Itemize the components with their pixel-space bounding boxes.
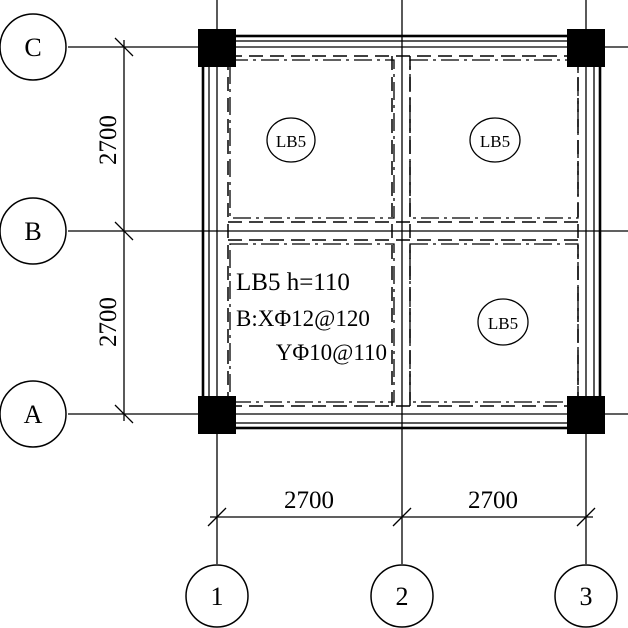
columns — [198, 29, 605, 434]
annotation-line-2: B:XΦ12@120 — [236, 306, 370, 331]
axis-label-2: 2 — [396, 582, 409, 611]
slab-tag-label-top-right: LB5 — [480, 132, 510, 151]
beam-inner-edge — [208, 40, 595, 424]
column-a3 — [567, 396, 605, 434]
dimension-vertical-lower: 2700 — [95, 297, 122, 347]
column-axis-bubbles: 1 2 3 — [185, 564, 618, 628]
vertical-dimension — [114, 37, 134, 424]
slab-boundary-lines — [229, 59, 579, 403]
axis-label-1: 1 — [211, 582, 224, 611]
slab-outline-bottom-left — [229, 243, 395, 403]
row-axis-bubbles: C B A — [0, 13, 67, 448]
tick-1 — [207, 507, 227, 527]
tick-2 — [392, 507, 412, 527]
axis-bubble-2: 2 — [370, 564, 434, 628]
axis-label-c: C — [24, 33, 41, 62]
tick-c — [114, 37, 134, 57]
column-c3 — [567, 29, 605, 67]
dimension-horizontal-right: 2700 — [468, 487, 518, 514]
vertical-axis-lines — [216, 0, 587, 564]
column-a1 — [198, 396, 236, 434]
slab-outline-top-left — [229, 59, 395, 219]
axis-bubble-1: 1 — [185, 564, 249, 628]
beam-outer-edge — [201, 34, 602, 430]
slab-tag-label-bottom-right: LB5 — [488, 314, 518, 333]
annotation-background — [233, 262, 390, 372]
axis-label-3: 3 — [580, 582, 593, 611]
axis-bubble-a: A — [0, 380, 67, 448]
annotation-line-3: YΦ10@110 — [276, 340, 387, 365]
slab-tag-bottom-right: LB5 — [477, 298, 529, 346]
horizontal-axis-lines — [68, 46, 628, 415]
perimeter-beams — [201, 34, 602, 430]
annotation-line-1: LB5 h=110 — [236, 269, 350, 296]
slab-outline-bottom-right — [409, 243, 579, 403]
axis-label-a: A — [24, 400, 43, 429]
slab-tag-top-left: LB5 — [266, 117, 316, 163]
slab-tag-top-right: LB5 — [469, 117, 521, 163]
column-c1 — [198, 29, 236, 67]
tick-3 — [576, 507, 596, 527]
axis-label-b: B — [24, 217, 41, 246]
axis-bubble-3: 3 — [554, 564, 618, 628]
dimension-horizontal-left: 2700 — [284, 487, 334, 514]
tick-b — [114, 221, 134, 241]
axis-bubble-b: B — [0, 197, 67, 265]
horizontal-dimension — [207, 507, 596, 527]
hidden-beam-lines — [227, 55, 579, 407]
slab-outline-top-right — [409, 59, 579, 219]
slab-tag-label-top-left: LB5 — [276, 132, 306, 151]
dimension-vertical-upper: 2700 — [95, 115, 122, 165]
tick-a — [114, 404, 134, 424]
axis-bubble-c: C — [0, 13, 67, 81]
